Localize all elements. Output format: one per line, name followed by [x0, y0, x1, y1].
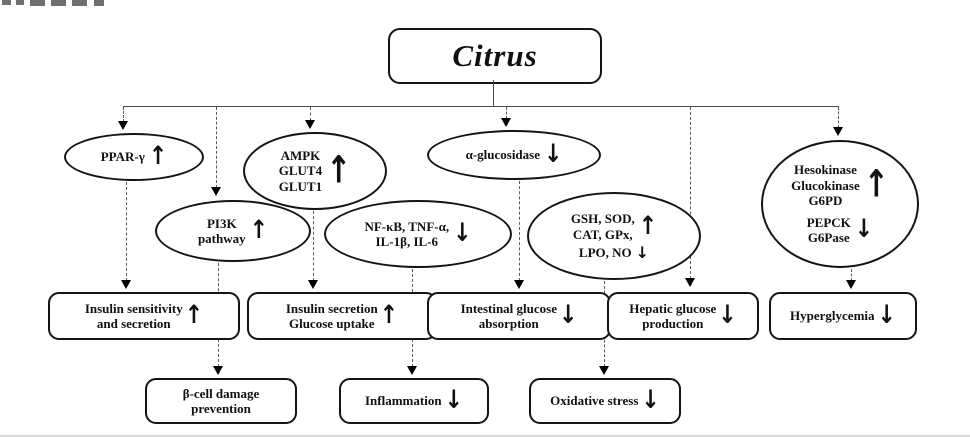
down-arrow-icon: ↓ [544, 140, 563, 169]
pi3k-line2: pathway [197, 231, 246, 246]
node-hexokinase-pepck: Hesokinase Glucokinase G6PD ↑ PEPCK G6Pa… [761, 140, 919, 268]
pi3k-line1: PI3K [206, 215, 237, 231]
node-nfkb-cytokines: NF-κB, TNF-α, IL-1β, IL-6 ↓ [324, 200, 512, 268]
connector-to-hepatic [690, 107, 691, 279]
hexokinase-line4: PEPCK [806, 215, 851, 231]
hexokinase-line2: Glucokinase [791, 177, 860, 193]
node-citrus-root: Citrus [388, 28, 602, 84]
hepatic-line1: Hepatic glucose [629, 300, 717, 316]
connector-to-ppar [123, 107, 124, 122]
down-arrow-icon: ↓ [635, 242, 650, 262]
up-arrow-icon: ↑ [379, 301, 399, 330]
up-arrow-icon: ↑ [863, 162, 889, 207]
arrowhead-to-hepatic [685, 278, 695, 287]
up-arrow-icon: ↑ [326, 148, 352, 193]
down-arrow-icon: ↓ [718, 301, 737, 330]
insulin-sensitivity-line1: Insulin sensitivity [84, 300, 183, 316]
up-arrow-icon: ↑ [184, 301, 204, 330]
arrowhead-hyperglycemia [846, 280, 856, 289]
glucosidase-label: α-glucosidase [465, 147, 540, 163]
bcell-line1: β-cell damage [182, 385, 260, 401]
intestinal-line2: absorption [478, 316, 539, 331]
node-ampk-glut4-glut1: AMPK GLUT4 GLUT1 ↑ [243, 132, 387, 210]
up-arrow-icon: ↑ [638, 211, 658, 241]
down-arrow-icon: ↓ [444, 386, 463, 415]
connector-to-ampk [310, 107, 311, 121]
hyperglycemia-label: Hyperglycemia [790, 308, 875, 324]
connector-glucosidase-to-intestinal [519, 181, 520, 281]
ampk-line2: GLUT4 [278, 163, 323, 179]
inflammation-label: Inflammation [365, 393, 442, 409]
arrowhead-to-pi3k [211, 187, 221, 196]
insulin-sensitivity-line2: and secretion [96, 316, 171, 331]
connector-hexokinase-to-hyperglycemia [851, 269, 852, 281]
arrowhead-insulin-secretion [308, 280, 318, 289]
down-arrow-icon: ↓ [453, 219, 472, 248]
connector-to-glucosidase [506, 107, 507, 119]
up-arrow-icon: ↑ [148, 142, 168, 171]
ampk-line3: GLUT1 [278, 178, 323, 194]
connector-branch [123, 106, 839, 107]
gsh-line2: CAT, GPx, [572, 226, 633, 242]
insulin-secretion-line1: Insulin secretion [285, 300, 378, 316]
up-arrow-icon: ↑ [249, 216, 269, 245]
hexokinase-line3: G6PD [808, 192, 843, 208]
box-inflammation: Inflammation ↓ [339, 378, 489, 424]
ampk-line1: AMPK [280, 148, 321, 163]
gsh-line1: GSH, SOD, [570, 211, 635, 227]
nfkb-line1: NF-κB, TNF-α, [364, 218, 450, 234]
oxidative-label: Oxidative stress [550, 393, 639, 409]
arrowhead-to-ampk [305, 120, 315, 129]
arrowhead-intestinal [514, 280, 524, 289]
connector-to-hexokinase [838, 107, 839, 128]
arrowhead-bcell [213, 366, 223, 375]
node-ppar-gamma: PPAR-γ ↑ [64, 133, 204, 181]
box-hyperglycemia: Hyperglycemia ↓ [769, 292, 917, 340]
citrus-label: Citrus [452, 38, 538, 73]
arrowhead-insulin-sensitivity [121, 280, 131, 289]
arrowhead-inflammation [407, 366, 417, 375]
down-arrow-icon: ↓ [558, 301, 578, 330]
bcell-line2: prevention [191, 401, 251, 416]
down-arrow-icon: ↓ [877, 301, 896, 330]
box-intestinal-glucose: Intestinal glucose absorption ↓ [427, 292, 611, 340]
ppar-label: PPAR-γ [100, 149, 145, 165]
box-insulin-sensitivity: Insulin sensitivity and secretion ↑ [48, 292, 240, 340]
insulin-secretion-line2: Glucose uptake [288, 316, 375, 331]
arrowhead-oxidative [599, 366, 609, 375]
box-oxidative-stress: Oxidative stress ↓ [529, 378, 681, 424]
hexokinase-line5: G6Pase [807, 230, 850, 246]
connector-trunk [493, 80, 494, 107]
hexokinase-line1: Hesokinase [794, 162, 857, 178]
intestinal-line1: Intestinal glucose [460, 300, 557, 316]
node-pi3k-pathway: PI3K pathway ↑ [155, 200, 311, 262]
nfkb-line2: IL-1β, IL-6 [375, 234, 439, 249]
box-bcell-damage: β-cell damage prevention [145, 378, 297, 424]
down-arrow-icon: ↓ [854, 215, 874, 245]
connector-to-pi3k [216, 107, 217, 188]
arrowhead-to-glucosidase [501, 118, 511, 127]
down-arrow-icon: ↓ [641, 386, 660, 415]
connector-ampk-to-insulin-secretion [313, 211, 314, 281]
arrowhead-to-ppar [118, 121, 128, 130]
gsh-line3: LPO, NO [578, 245, 632, 261]
box-insulin-secretion: Insulin secretion Glucose uptake ↑ [247, 292, 437, 340]
connector-ppar-to-insulin-sensitivity [126, 182, 127, 281]
box-hepatic-glucose: Hepatic glucose production ↓ [607, 292, 759, 340]
node-antioxidant-enzymes: GSH, SOD, CAT, GPx, ↑ LPO, NO ↓ [527, 192, 701, 280]
node-alpha-glucosidase: α-glucosidase ↓ [427, 130, 601, 180]
hepatic-line2: production [642, 316, 704, 331]
arrowhead-to-hexokinase [833, 127, 843, 136]
